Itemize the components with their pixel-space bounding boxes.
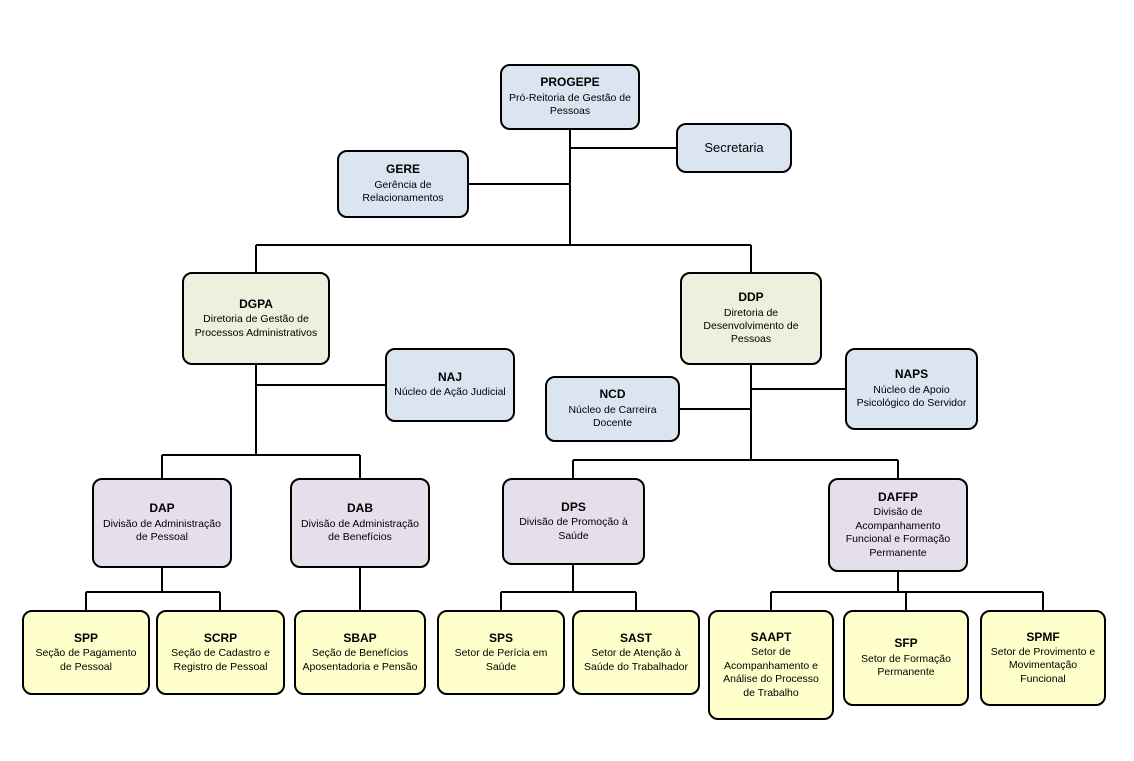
node-dps-name: Divisão de Promoção à Saúde <box>519 516 628 542</box>
node-scrp-name: Seção de Cadastro e Registro de Pessoal <box>171 647 270 673</box>
node-naj: NAJ Núcleo de Ação Judicial <box>385 348 515 422</box>
node-dps-acronym: DPS <box>561 499 586 514</box>
node-sfp-acronym: SFP <box>894 636 918 651</box>
node-daffp-name: Divisão de Acompanhamento Funcional e Fo… <box>845 506 951 559</box>
node-sps-name: Setor de Perícia em Saúde <box>454 647 548 673</box>
node-saapt-acronym: SAAPT <box>750 629 792 644</box>
node-ddp: DDP Diretoria de Desenvolvimento de Pess… <box>680 272 822 365</box>
node-sbap: SBAP Seção de Benefícios Aposentadoria e… <box>294 610 426 695</box>
node-progepe: PROGEPE Pró-Reitoria de Gestão de Pessoa… <box>500 64 640 130</box>
node-spp: SPP Seção de Pagamento de Pessoal <box>22 610 150 695</box>
node-progepe-acronym: PROGEPE <box>540 75 600 90</box>
node-spmf: SPMF Setor de Provimento e Movimentação … <box>980 610 1106 706</box>
node-progepe-name: Pró-Reitoria de Gestão de Pessoas <box>509 91 631 118</box>
node-ncd-name: Núcleo de Carreira Docente <box>568 403 657 430</box>
node-naps-acronym: NAPS <box>894 367 929 382</box>
node-spp-name: Seção de Pagamento de Pessoal <box>35 647 137 673</box>
node-gere: GERE Gerência de Relacionamentos <box>337 150 469 218</box>
node-gere-acronym: GERE <box>385 162 420 177</box>
node-dab-name: Divisão de Administração de Benefícios <box>301 517 419 544</box>
node-naj-name: Núcleo de Ação Judicial <box>394 386 506 399</box>
node-scrp-acronym: SCRP <box>203 630 238 645</box>
node-secretaria: Secretaria <box>676 123 792 173</box>
node-naps-name: Núcleo de Apoio Psicológico do Servidor <box>856 383 967 410</box>
node-dgpa: DGPA Diretoria de Gestão de Processos Ad… <box>182 272 330 365</box>
node-dap-acronym: DAP <box>149 501 175 516</box>
node-dap-name: Divisão de Administração de Pessoal <box>103 517 221 544</box>
node-sfp-name: Setor de Formação Permanente <box>861 652 951 679</box>
node-daffp-acronym: DAFFP <box>878 489 918 504</box>
node-dab-acronym: DAB <box>347 501 373 516</box>
node-naps: NAPS Núcleo de Apoio Psicológico do Serv… <box>845 348 978 430</box>
node-sast-acronym: SAST <box>619 630 652 645</box>
node-saapt-name: Setor de Acompanhamento e Análise do Pro… <box>723 646 819 699</box>
node-sps-acronym: SPS <box>488 630 513 645</box>
node-daffp: DAFFP Divisão de Acompanhamento Funciona… <box>828 478 968 572</box>
node-naj-acronym: NAJ <box>437 370 462 385</box>
node-spmf-acronym: SPMF <box>1026 629 1060 644</box>
node-spp-acronym: SPP <box>73 630 98 645</box>
node-dab: DAB Divisão de Administração de Benefíci… <box>290 478 430 568</box>
node-ddp-name: Diretoria de Desenvolvimento de Pessoas <box>703 306 799 346</box>
node-sfp: SFP Setor de Formação Permanente <box>843 610 969 706</box>
node-dap: DAP Divisão de Administração de Pessoal <box>92 478 232 568</box>
node-dgpa-acronym: DGPA <box>239 296 273 311</box>
node-saapt: SAAPT Setor de Acompanhamento e Análise … <box>708 610 834 720</box>
node-sast-name: Setor de Atenção à Saúde do Trabalhador <box>584 647 688 673</box>
node-scrp: SCRP Seção de Cadastro e Registro de Pes… <box>156 610 285 695</box>
node-ddp-acronym: DDP <box>738 290 764 305</box>
node-sps: SPS Setor de Perícia em Saúde <box>437 610 565 695</box>
node-dgpa-name: Diretoria de Gestão de Processos Adminis… <box>194 313 318 339</box>
node-sast: SAST Setor de Atenção à Saúde do Trabalh… <box>572 610 700 695</box>
node-gere-name: Gerência de Relacionamentos <box>362 178 444 205</box>
node-ncd-acronym: NCD <box>599 387 626 402</box>
node-ncd: NCD Núcleo de Carreira Docente <box>545 376 680 442</box>
node-spmf-name: Setor de Provimento e Movimentação Funci… <box>990 646 1096 685</box>
node-dps: DPS Divisão de Promoção à Saúde <box>502 478 645 565</box>
node-secretaria-name: Secretaria <box>704 139 764 155</box>
node-sbap-acronym: SBAP <box>343 630 377 645</box>
node-sbap-name: Seção de Benefícios Aposentadoria e Pens… <box>302 647 418 673</box>
